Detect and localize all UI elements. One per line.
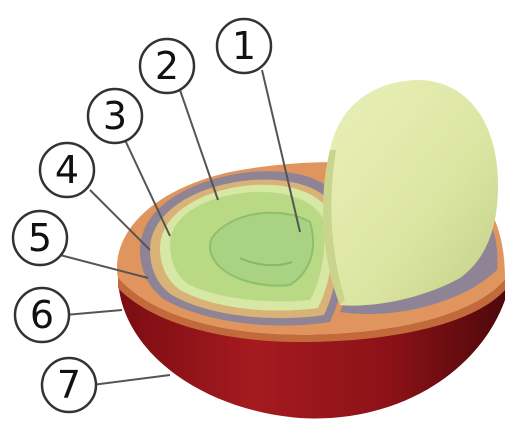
label-3: 3 [88,89,142,143]
label-6: 6 [15,288,69,342]
label-5: 5 [13,211,67,265]
leader-line-7 [92,375,170,385]
label-7-text: 7 [57,363,81,407]
label-2-text: 2 [155,44,179,88]
leader-line-6 [65,310,122,315]
label-1-text: 1 [232,24,256,68]
label-4-text: 4 [55,148,79,192]
label-5-text: 5 [28,216,52,260]
label-6-text: 6 [30,293,54,337]
label-3-text: 3 [103,94,127,138]
label-2: 2 [140,39,194,93]
label-1: 1 [217,19,271,73]
label-4: 4 [40,143,94,197]
label-7: 7 [42,358,96,412]
